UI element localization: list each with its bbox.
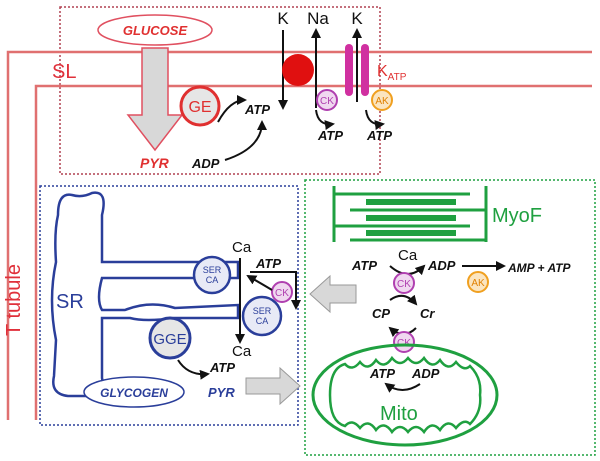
serca-top-line1: SER <box>203 265 222 275</box>
mito-outer-membrane <box>311 343 499 447</box>
amp-atp-label: AMP + ATP <box>507 261 572 275</box>
ak-myof-badge <box>467 271 489 293</box>
katp-channel-right <box>361 44 369 96</box>
serca-bottom-line1: SER <box>253 306 272 316</box>
gge-circle <box>148 316 192 360</box>
sarcolemma-box <box>59 6 381 175</box>
ck-mito-label: CK <box>397 338 411 349</box>
mito-label: Mito <box>380 403 418 425</box>
glucose-flow-arrow <box>126 47 184 152</box>
glycogen-label: GLYCOGEN <box>100 386 168 400</box>
pyr-to-mito-arrow <box>245 366 301 406</box>
ck-mito-badge <box>393 331 415 353</box>
katp-channel-left <box>345 44 353 96</box>
atp-ak-sl-label: ATP <box>366 128 392 143</box>
serca-bottom-line2: CA <box>256 316 269 326</box>
sl-membrane-outer <box>6 50 592 420</box>
ck-sl-label: CK <box>320 96 334 107</box>
myof-box <box>304 179 596 456</box>
glucose-ellipse <box>97 14 213 46</box>
atp-ge-label: ATP <box>244 102 270 117</box>
ck-sr-badge <box>271 281 293 303</box>
cp-cr-upper-arrow <box>389 294 418 306</box>
na-k-pump <box>282 54 314 86</box>
ca-myof-label: Ca <box>398 247 418 264</box>
thick-filament-2 <box>366 215 456 221</box>
adp-top-label: ADP <box>191 156 220 171</box>
pyr-bottom-label: PYR <box>208 385 235 400</box>
k-left-label: K <box>277 9 289 28</box>
gge-label: GGE <box>153 331 186 348</box>
ak-sl-badge <box>371 89 393 111</box>
ak-sl-label: AK <box>375 96 389 107</box>
ge-label: GE <box>188 99 211 116</box>
gge-atp-arrow <box>177 359 210 380</box>
ak-myof-label: AK <box>471 278 485 289</box>
mito-cristae <box>328 355 482 435</box>
sl-label: SL <box>52 61 76 83</box>
sl-membrane-inner <box>34 84 592 420</box>
ck-myof-badge <box>393 272 415 294</box>
t-tubule-label: T tubule <box>3 264 25 336</box>
ge-circle <box>179 85 221 127</box>
sr-label: SR <box>56 291 84 313</box>
serca-top <box>192 255 232 295</box>
atp-mito-label: ATP <box>369 366 395 381</box>
ca-top-label: Ca <box>232 239 252 256</box>
glycogen-ellipse <box>83 376 185 408</box>
atp-supply-arrow <box>309 274 357 314</box>
adp-atp-arrow <box>224 120 267 161</box>
cr-label: Cr <box>420 306 435 321</box>
atp-serca-label: ATP <box>255 256 281 271</box>
adp-myof-label: ADP <box>427 258 456 273</box>
atp-gly-label: ATP <box>209 360 235 375</box>
sr-membrane <box>50 191 240 398</box>
serca-atp-arrow <box>250 271 301 310</box>
ck-myof-label: CK <box>397 279 411 290</box>
k-right-label: K <box>351 9 363 28</box>
ak-sl-atp-arrow <box>365 109 385 131</box>
pyr-top-label: PYR <box>140 155 170 171</box>
thick-filament-1 <box>366 199 456 205</box>
thick-filament-3 <box>366 230 456 236</box>
adp-mito-label: ADP <box>411 366 440 381</box>
ck-sr-cycle-arrow <box>246 275 273 291</box>
myof-label: MyoF <box>492 205 542 227</box>
glucose-label: GLUCOSE <box>123 23 188 38</box>
ca-bottom-label: Ca <box>232 343 252 360</box>
ck-sl-atp-arrow <box>315 109 335 131</box>
cp-label: CP <box>372 306 390 321</box>
atp-myof-label: ATP <box>351 258 377 273</box>
na-label: Na <box>307 9 329 28</box>
ck-sr-label: CK <box>275 288 289 299</box>
ck-sl-badge <box>316 89 338 111</box>
mito-adp-atp-arrow <box>384 382 421 393</box>
ge-atp-arrow <box>217 95 247 123</box>
serca-bottom <box>241 295 283 337</box>
serca-top-line2: CA <box>206 275 219 285</box>
atp-ck-sl-label: ATP <box>317 128 343 143</box>
katp-label: KATP <box>377 63 407 83</box>
